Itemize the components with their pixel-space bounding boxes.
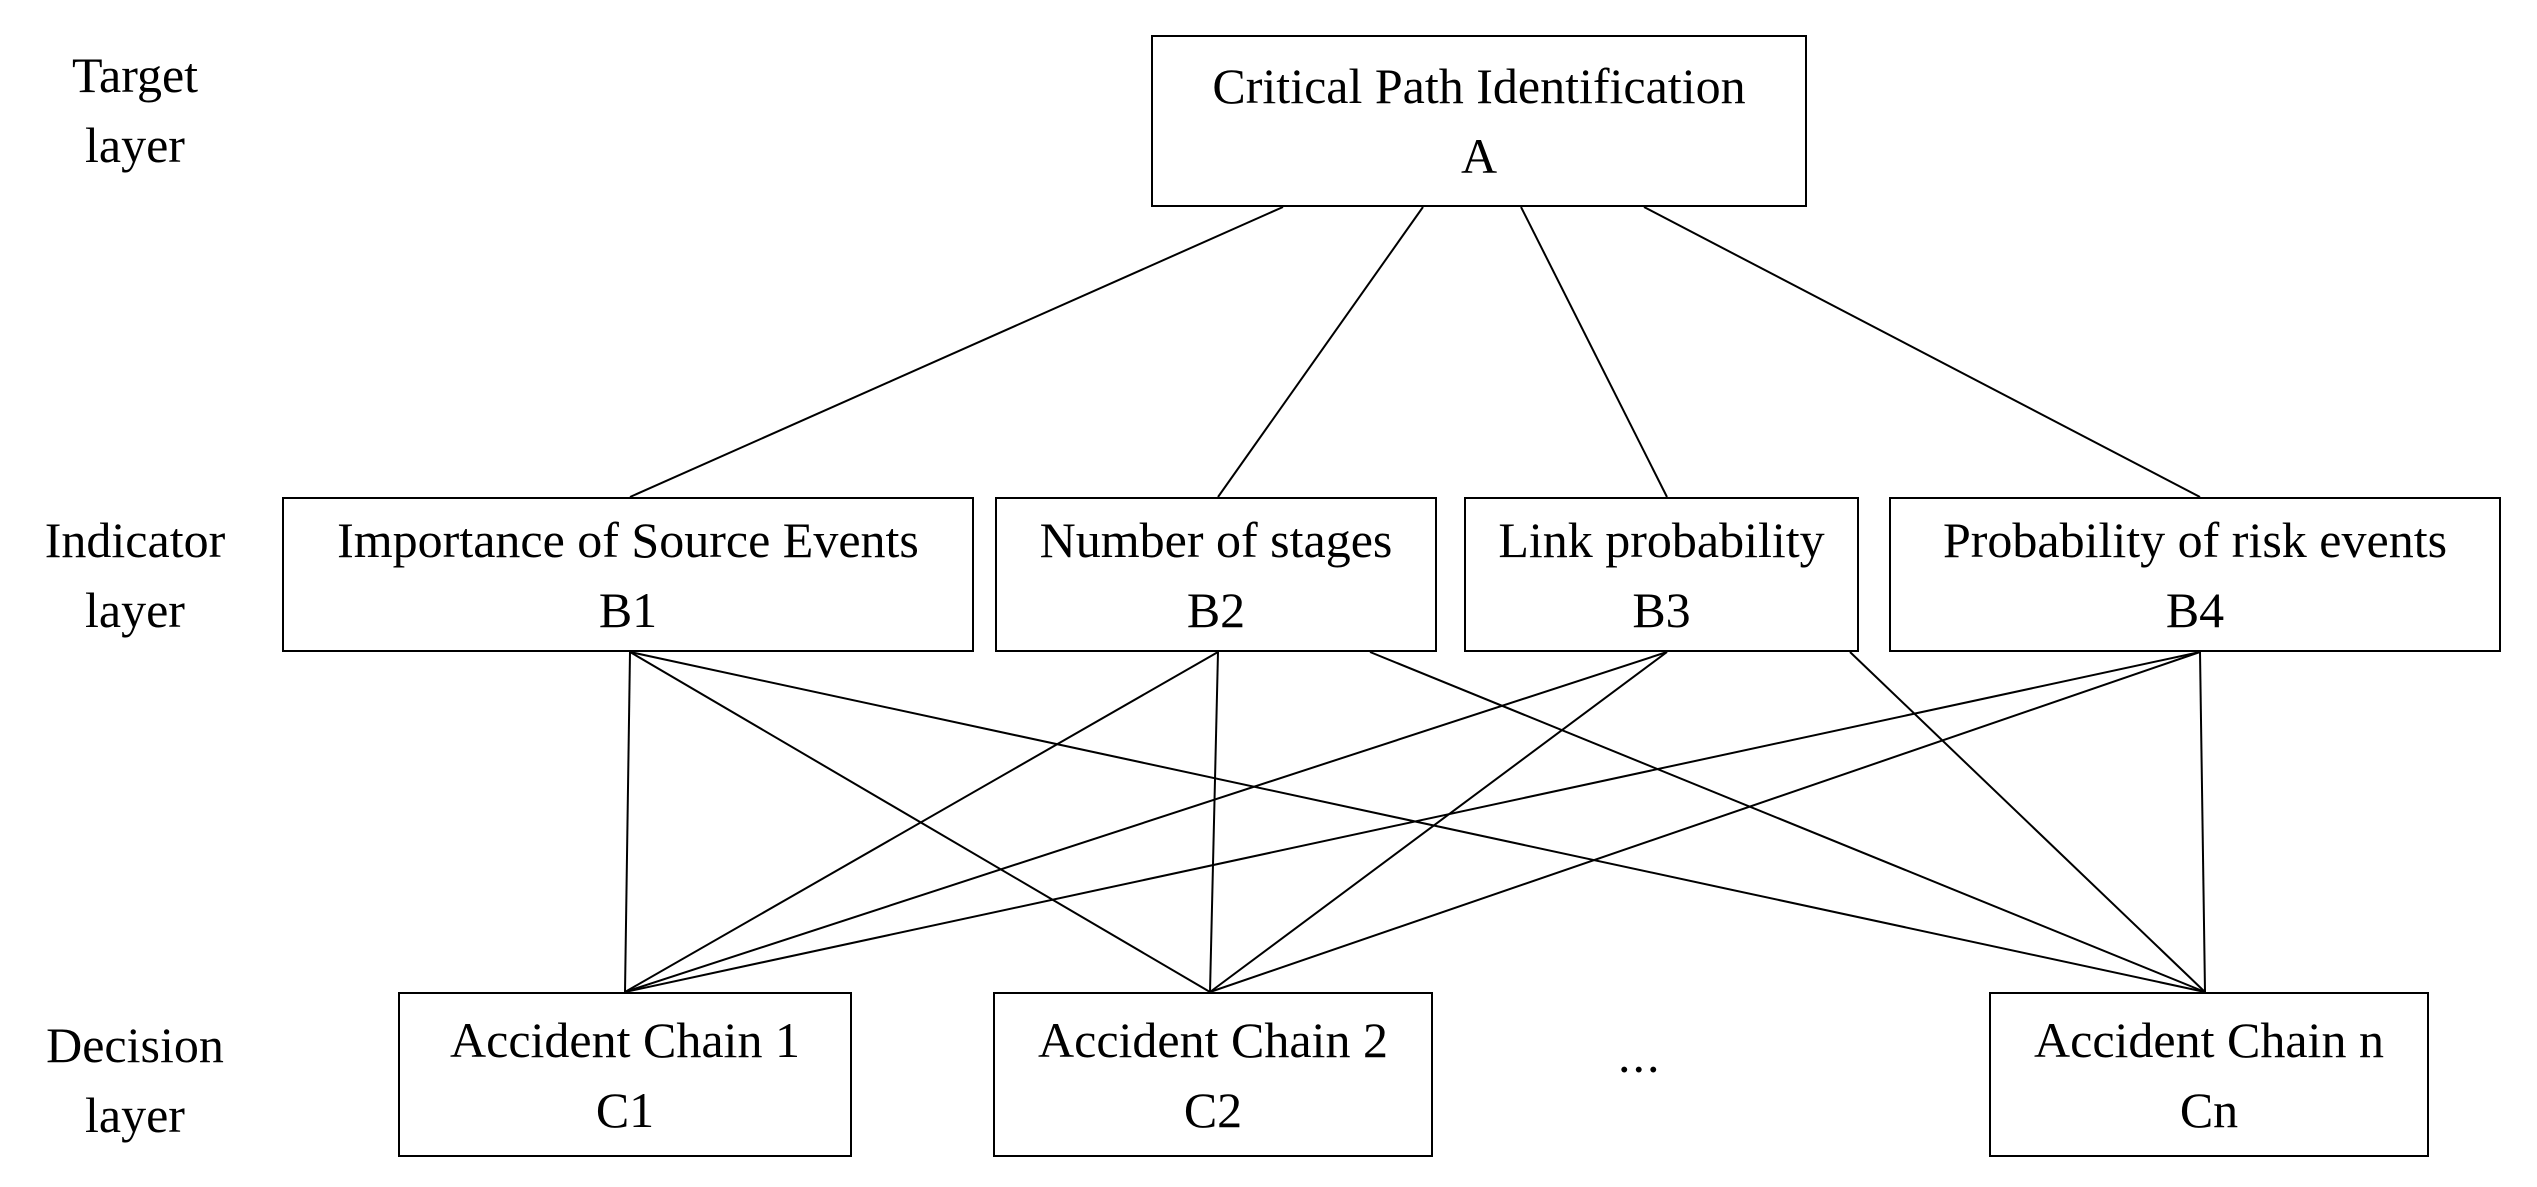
decision-layer-label-line1: Decision <box>46 1017 224 1073</box>
ellipsis-more-chains: ... <box>1618 1027 1662 1083</box>
node-b1-code: B1 <box>598 581 658 638</box>
edge-a-b3 <box>1520 206 1668 498</box>
node-cn-code: Cn <box>2179 1081 2239 1138</box>
node-a-title: Critical Path Identification <box>1212 58 1746 114</box>
node-cn-accident-chain-n: Accident Chain n Cn <box>1989 992 2429 1157</box>
edge-b1-cn <box>629 651 2206 993</box>
edge-b2-cn <box>1369 651 2206 993</box>
node-c2-accident-chain-2: Accident Chain 2 C2 <box>993 992 1433 1157</box>
edge-b4-c2 <box>1209 651 2201 993</box>
node-c2-code: C2 <box>1183 1081 1243 1138</box>
edge-b1-c1 <box>624 651 631 993</box>
indicator-layer-label-line1: Indicator <box>44 512 226 568</box>
node-b4-probability-of-risk-events: Probability of risk events B4 <box>1889 497 2501 652</box>
node-b3-code: B3 <box>1632 581 1691 638</box>
node-b1-title: Importance of Source Events <box>337 511 919 568</box>
node-b3-title: Link probability <box>1498 511 1825 568</box>
node-b3-link-probability: Link probability B3 <box>1464 497 1859 652</box>
decision-layer-label: Decision layer <box>30 1010 240 1150</box>
edge-a-b4 <box>1643 206 2201 498</box>
node-b2-code: B2 <box>1186 581 1246 638</box>
target-layer-label-line1: Target <box>71 47 199 103</box>
node-b4-title: Probability of risk events <box>1942 511 2448 568</box>
edge-b4-c1 <box>624 651 2201 993</box>
node-b2-number-of-stages: Number of stages B2 <box>995 497 1437 652</box>
node-b1-importance-of-source-events: Importance of Source Events B1 <box>282 497 974 652</box>
edge-b3-cn <box>1849 651 2206 993</box>
edge-a-b2 <box>1217 206 1424 498</box>
node-b4-code: B4 <box>2165 581 2225 638</box>
indicator-layer-label-line2: layer <box>85 582 185 638</box>
edge-b2-c2 <box>1209 651 1219 993</box>
edge-b4-cn <box>2199 651 2206 993</box>
node-c2-title: Accident Chain 2 <box>1038 1011 1388 1068</box>
node-a-critical-path-identification: Critical Path Identification A <box>1151 35 1807 207</box>
edge-b3-c1 <box>624 651 1668 993</box>
target-layer-label-line2: layer <box>85 117 185 173</box>
edge-b3-c2 <box>1209 651 1668 993</box>
node-a-code: A <box>1460 128 1498 184</box>
node-b2-title: Number of stages <box>1039 511 1393 568</box>
decision-layer-label-line2: layer <box>85 1087 185 1143</box>
edge-b2-c1 <box>624 651 1219 993</box>
node-cn-title: Accident Chain n <box>2034 1011 2384 1068</box>
edge-a-b1 <box>629 206 1284 498</box>
node-c1-code: C1 <box>595 1081 655 1138</box>
node-c1-title: Accident Chain 1 <box>450 1011 800 1068</box>
node-c1-accident-chain-1: Accident Chain 1 C1 <box>398 992 852 1157</box>
target-layer-label: Target layer <box>40 40 230 180</box>
indicator-layer-label: Indicator layer <box>20 505 250 645</box>
